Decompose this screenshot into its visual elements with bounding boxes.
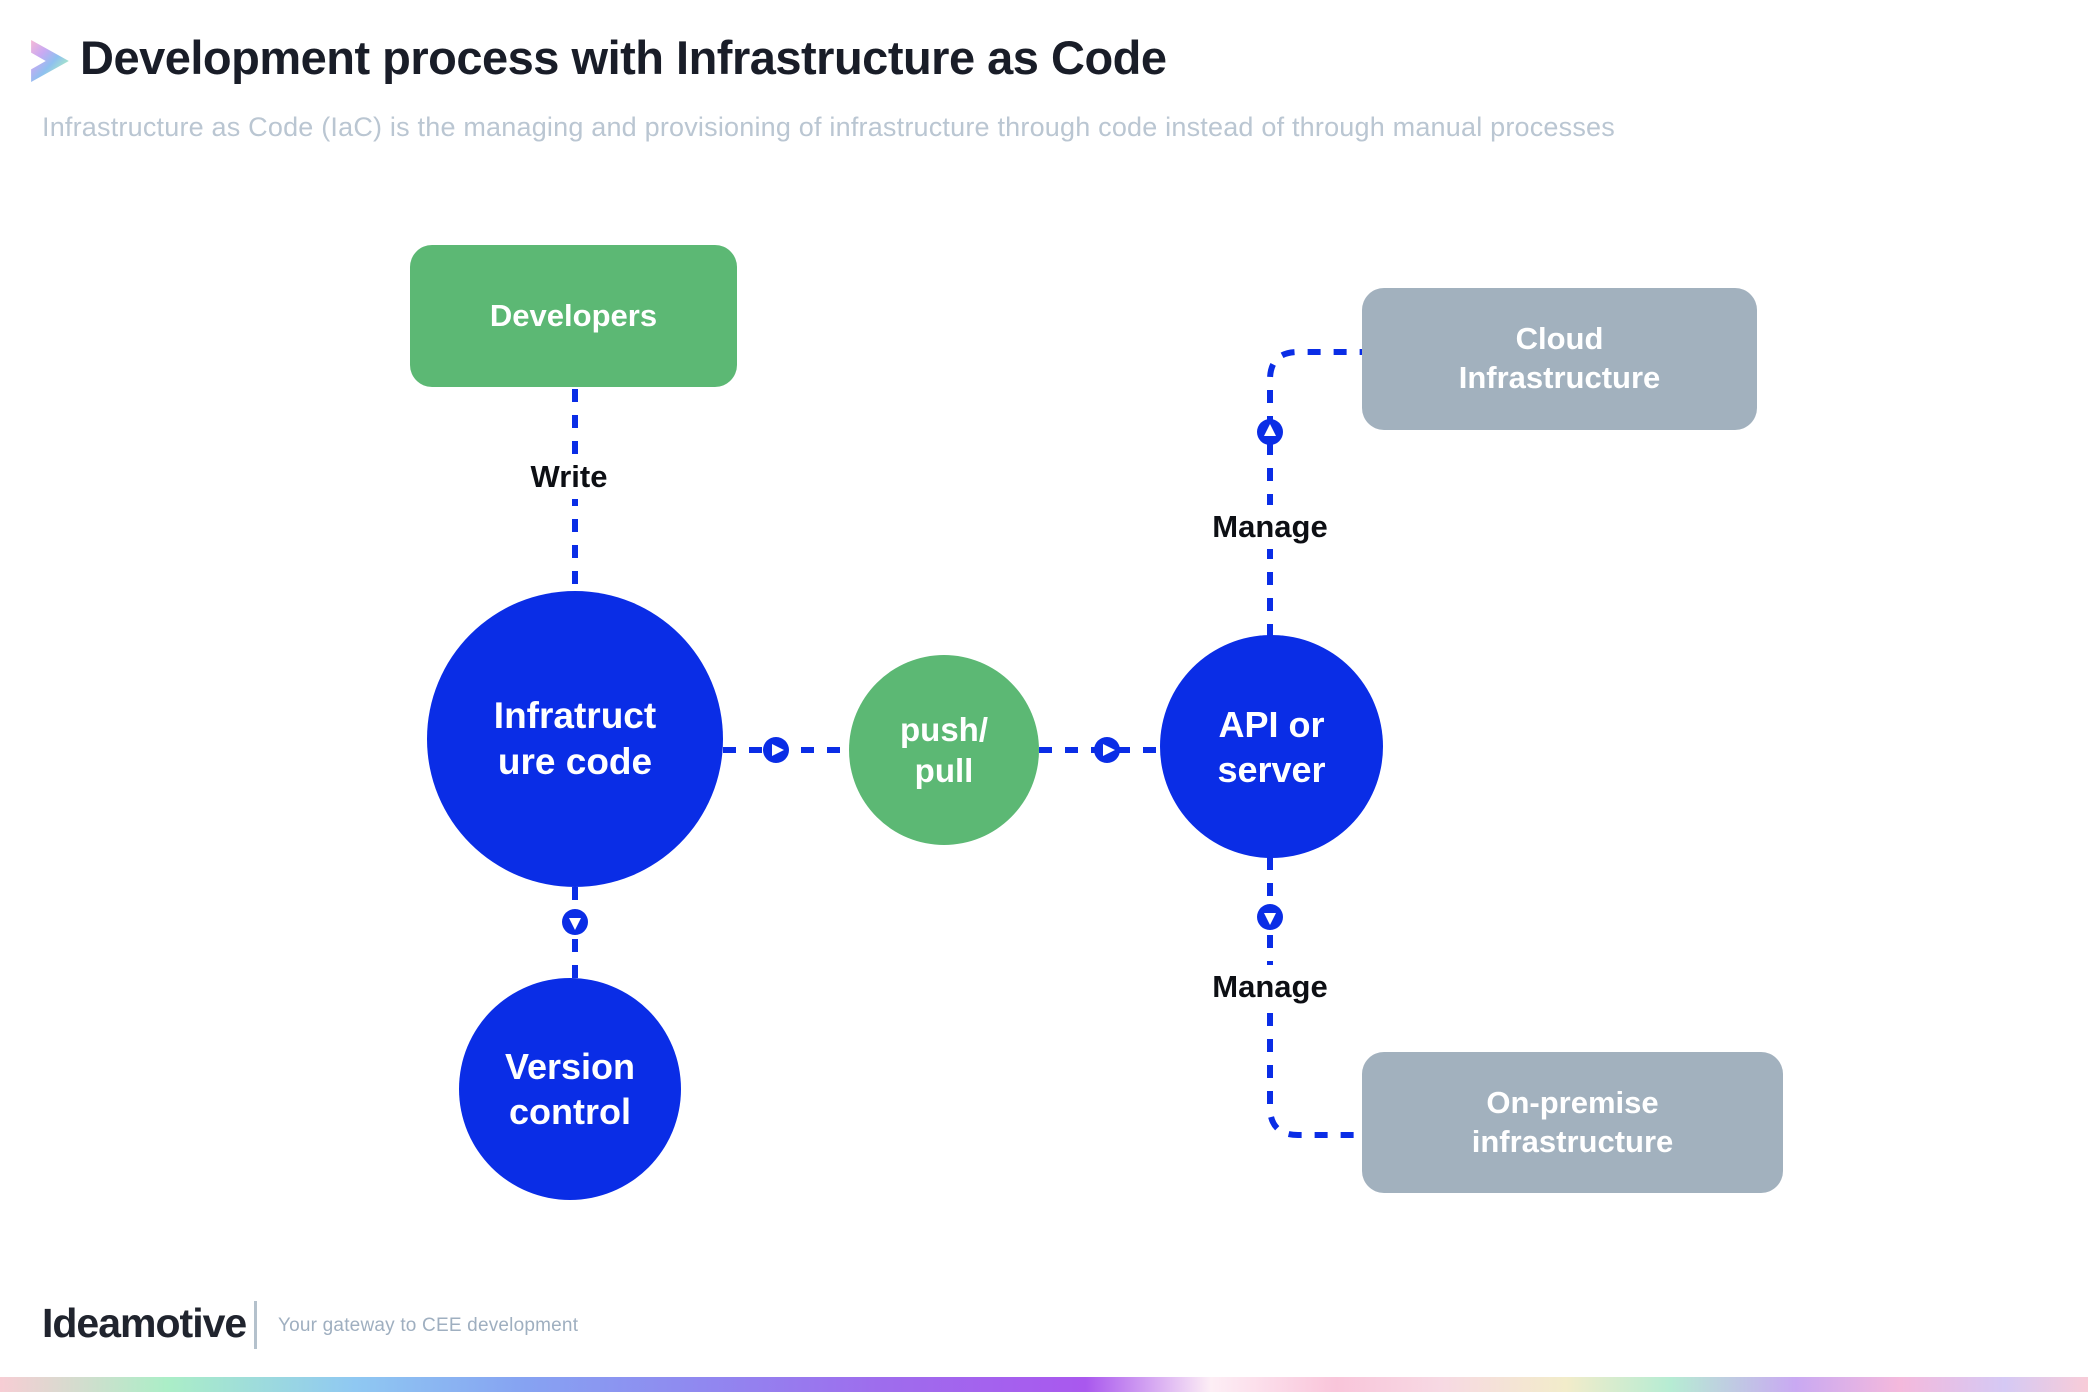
brand-chevron-icon xyxy=(31,39,69,82)
node-version-control: Version control xyxy=(459,978,681,1200)
node-developers: Developers xyxy=(410,245,737,387)
brand-logo: Ideamotive xyxy=(42,1300,247,1346)
page-subtitle: Infrastructure as Code (IaC) is the mana… xyxy=(42,112,1615,142)
node-api-or-server: API or server xyxy=(1160,635,1383,858)
edge-label-manage-onpremise: Manage xyxy=(1200,965,1340,1009)
footer-divider xyxy=(254,1301,257,1349)
arrow-down-icon xyxy=(1257,904,1283,930)
holographic-bottom-bar xyxy=(0,1377,2088,1392)
node-cloud-infrastructure: Cloud Infrastructure xyxy=(1362,288,1757,430)
arrow-up-icon xyxy=(1257,419,1283,445)
arrow-right-icon xyxy=(763,737,789,763)
node-infrastructure-code: Infratruct ure code xyxy=(427,591,723,887)
arrow-down-icon xyxy=(562,909,588,935)
edge-label-manage-cloud: Manage xyxy=(1200,505,1340,549)
connector-api-to-cloud xyxy=(1267,349,1362,637)
header: Development process with Infrastructure … xyxy=(30,30,1167,85)
node-push-pull: push/ pull xyxy=(849,655,1039,845)
page-title: Development process with Infrastructure … xyxy=(80,31,1167,84)
node-on-premise-infrastructure: On-premise infrastructure xyxy=(1362,1052,1783,1193)
arrow-right-icon xyxy=(1094,737,1120,763)
edge-label-write: Write xyxy=(518,455,620,499)
footer-tagline: Your gateway to CEE development xyxy=(278,1315,579,1336)
